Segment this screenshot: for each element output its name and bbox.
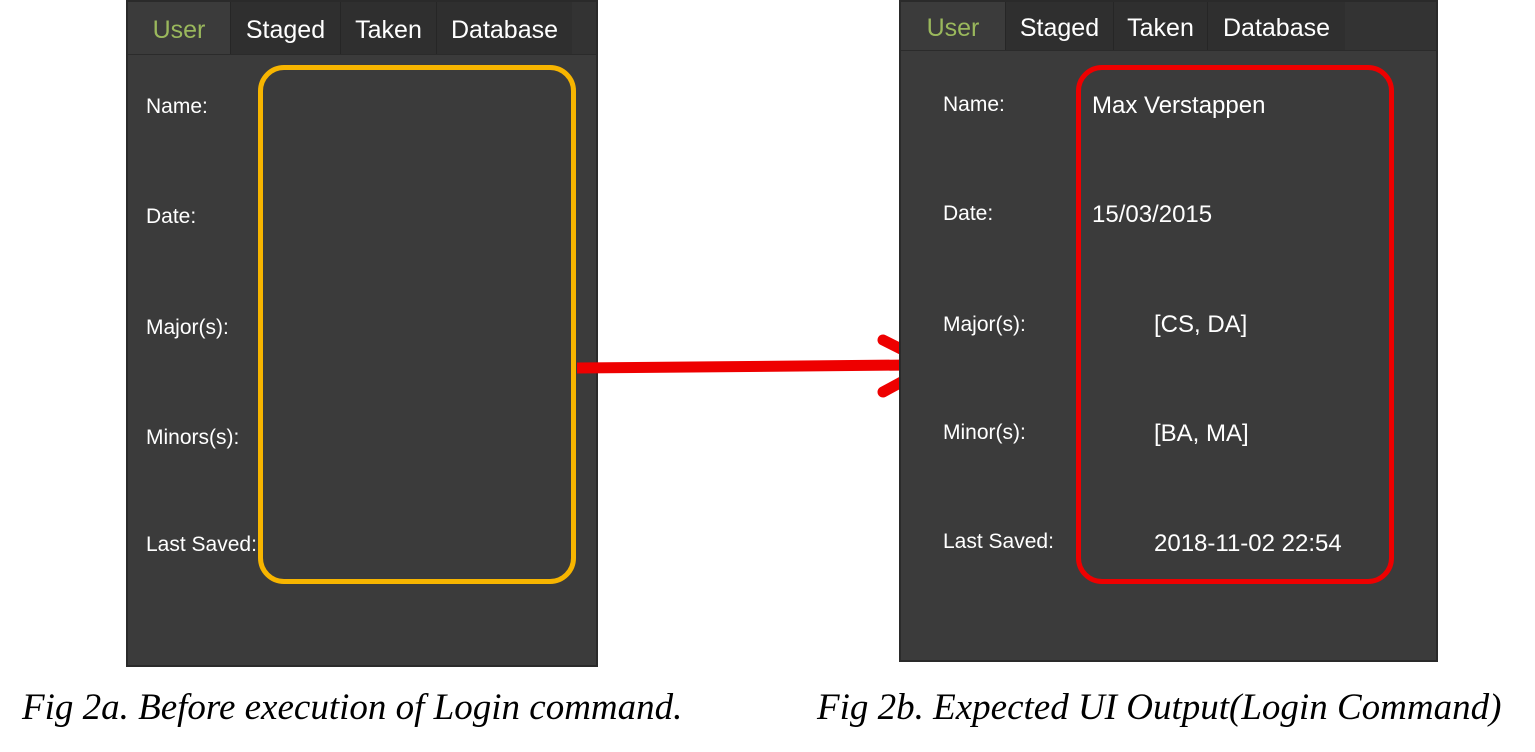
majors-label: Major(s): <box>146 316 229 339</box>
majors-label: Major(s): <box>943 313 1026 336</box>
tab-database[interactable]: Database <box>1207 2 1345 50</box>
after-ui-panel: User Staged Taken Database Name: Date: M… <box>899 0 1438 662</box>
name-label: Name: <box>146 95 208 118</box>
tab-staged[interactable]: Staged <box>1005 2 1113 50</box>
empty-values-highlight <box>258 65 576 584</box>
last-saved-label: Last Saved: <box>943 530 1054 553</box>
filled-values-highlight <box>1076 65 1394 584</box>
tab-staged[interactable]: Staged <box>230 2 340 54</box>
figure-caption-after: Fig 2b. Expected UI Output(Login Command… <box>817 687 1502 728</box>
name-value: Max Verstappen <box>1092 92 1266 119</box>
last-saved-value: 2018-11-02 22:54 <box>1154 530 1342 557</box>
tab-bar: User Staged Taken Database <box>128 2 596 55</box>
majors-value: [CS, DA] <box>1154 311 1248 338</box>
last-saved-label: Last Saved: <box>146 533 257 556</box>
tab-bar: User Staged Taken Database <box>901 2 1436 51</box>
date-value: 15/03/2015 <box>1092 201 1213 228</box>
date-label: Date: <box>146 205 197 228</box>
figure-caption-before: Fig 2a. Before execution of Login comman… <box>22 687 683 728</box>
minors-label: Minor(s): <box>943 421 1026 444</box>
before-ui-panel: User Staged Taken Database Name: Date: M… <box>126 0 598 667</box>
name-label: Name: <box>943 93 1005 116</box>
date-label: Date: <box>943 202 994 225</box>
tab-taken[interactable]: Taken <box>340 2 436 54</box>
tab-user[interactable]: User <box>901 2 1005 50</box>
minors-value: [BA, MA] <box>1154 420 1249 447</box>
right-arrow-icon <box>576 334 939 398</box>
tab-taken[interactable]: Taken <box>1113 2 1207 50</box>
minors-label: Minors(s): <box>146 426 240 449</box>
tab-database[interactable]: Database <box>436 2 572 54</box>
tab-user[interactable]: User <box>128 2 230 54</box>
